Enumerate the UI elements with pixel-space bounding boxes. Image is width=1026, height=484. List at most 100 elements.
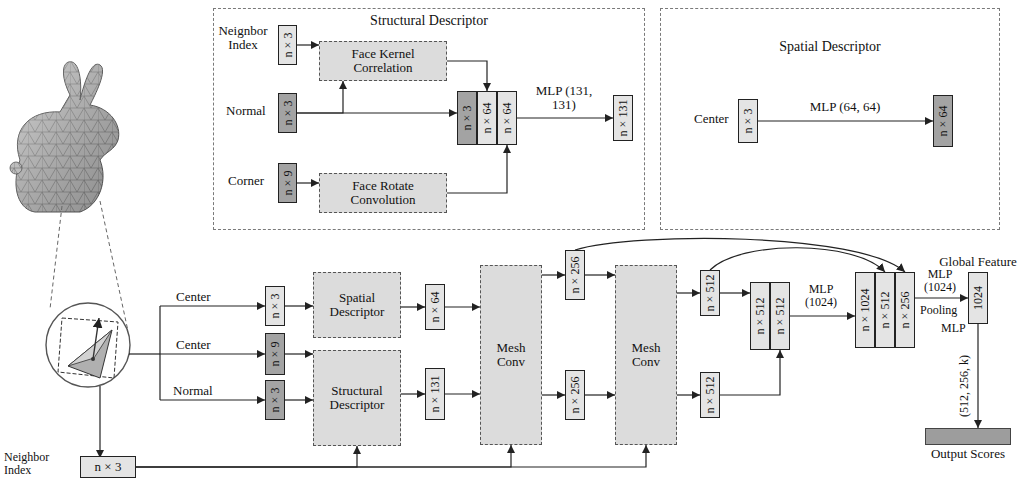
connector-arrow <box>915 297 968 298</box>
annotation-label: Center <box>176 338 211 352</box>
box-text: n × 64 <box>937 106 950 137</box>
box-text: n × 64 <box>501 103 514 134</box>
connector-arrow <box>297 112 457 113</box>
bunny-mesh <box>10 62 119 212</box>
connector-arrow <box>720 350 780 395</box>
annotation-label: Pooling <box>920 304 957 317</box>
output-label: Output Scores <box>931 447 1005 461</box>
connector-arrow <box>297 182 319 183</box>
box-text: Face Kernel Correlation <box>323 47 443 75</box>
connector-arrow <box>977 324 978 428</box>
annotation-label: MLP (1024) <box>796 283 846 309</box>
tensor-box: n × 512 <box>770 282 790 350</box>
box-text: n × 131 <box>617 100 630 137</box>
connector-arrow <box>136 445 646 467</box>
tensor-box: n × 3 <box>278 25 297 65</box>
tensor-box: n × 64 <box>425 284 445 330</box>
tensor-box: n × 3 <box>457 91 477 145</box>
box-text: n × 256 <box>899 292 912 329</box>
tensor-box: n × 9 <box>265 333 285 375</box>
connector-arrow <box>585 274 615 275</box>
module-box: Face Kernel Correlation <box>319 41 447 81</box>
box-text: n × 3 <box>281 101 294 126</box>
connector-arrow <box>136 446 357 467</box>
box-text: n × 1024 <box>859 289 872 332</box>
connector-arrow <box>447 145 507 193</box>
box-text: Spatial Descriptor <box>317 291 397 319</box>
module-box: Mesh Conv <box>615 265 677 445</box>
annotation-label: Neighbor Index <box>4 451 76 477</box>
tensor-box: n × 512 <box>700 270 720 316</box>
box-text: Face Rotate Convolution <box>323 179 443 207</box>
tensor-box: n × 131 <box>425 368 445 420</box>
connector-arrow <box>445 306 480 307</box>
tensor-box: n × 3 <box>265 286 285 326</box>
tensor-box: n × 1024 <box>855 272 875 348</box>
connector-arrow <box>285 305 313 306</box>
annotation-label: Neignbor Index <box>213 24 273 52</box>
box-text: n × 3 <box>269 388 282 413</box>
tensor-box: n × 3 <box>265 380 285 420</box>
connector-arrow <box>136 445 511 467</box>
connector-arrow <box>401 393 425 394</box>
box-text: n × 9 <box>269 342 282 367</box>
tensor-box: n × 9 <box>278 163 297 203</box>
annotation-label: (512, 256, k) <box>958 355 971 417</box>
tensor-box: n × 64 <box>933 95 953 147</box>
module-box: Mesh Conv <box>480 265 542 445</box>
box-text: n × 9 <box>281 171 294 196</box>
connector-arrow <box>297 44 319 45</box>
box-text: n × 512 <box>879 292 892 329</box>
annotation-label: Corner <box>228 174 264 188</box>
connector-arrow <box>720 292 750 293</box>
connector-arrow <box>790 315 855 316</box>
connector-arrow <box>297 81 343 113</box>
connector-arrow <box>285 399 313 400</box>
annotation-label: MLP (131, 131) <box>528 84 600 112</box>
box-text: n × 3 <box>742 109 755 134</box>
box-text: n × 64 <box>481 103 494 134</box>
tensor-box: n × 3 <box>80 456 136 478</box>
feature-heading: Global Feature <box>939 255 1017 269</box>
zoom-circle <box>46 303 130 387</box>
descriptor-panel: Structural Descriptorn × 3n × 3n × 9Face… <box>213 8 645 230</box>
box-text: n × 256 <box>569 377 582 414</box>
box-text: Mesh Conv <box>619 341 673 369</box>
annotation-label: MLP <box>941 322 966 335</box>
connector-arrow <box>677 394 700 395</box>
box-text: Structural Descriptor <box>317 384 397 412</box>
box-text: n × 512 <box>754 298 767 335</box>
tensor-box: n × 3 <box>738 99 758 143</box>
module-box: Spatial Descriptor <box>313 272 401 338</box>
box-text: n × 3 <box>281 33 294 58</box>
box-text: n × 3 <box>269 294 282 319</box>
tensor-box: n × 64 <box>497 91 517 145</box>
tensor-box: n × 256 <box>565 370 585 420</box>
module-box: Face Rotate Convolution <box>319 173 447 213</box>
tensor-box: n × 512 <box>875 272 895 348</box>
box-text: n × 131 <box>429 376 442 413</box>
connector-arrow <box>401 306 425 307</box>
tensor-box: n × 512 <box>700 372 720 418</box>
connector-arrow <box>445 393 480 394</box>
connector-arrow <box>542 394 565 395</box>
box-text: n × 512 <box>774 298 787 335</box>
tensor-box: n × 3 <box>278 93 297 133</box>
connector-arrow <box>517 117 613 118</box>
connector-arrow <box>758 120 933 121</box>
box-text: n × 512 <box>704 377 717 414</box>
tensor-box: n × 256 <box>895 272 915 348</box>
module-box: Structural Descriptor <box>313 350 401 446</box>
box-text: 1024 <box>972 286 985 310</box>
tensor-box: n × 64 <box>477 91 497 145</box>
box-text: n × 3 <box>461 106 474 131</box>
annotation-label: MLP (1024) <box>914 268 966 294</box>
box-text: Mesh Conv <box>484 341 538 369</box>
connector-arrow <box>542 274 565 275</box>
box-text: n × 3 <box>95 460 122 474</box>
box-text: n × 512 <box>704 275 717 312</box>
panel-title: Spatial Descriptor <box>661 39 999 55</box>
annotation-label: Normal <box>226 104 266 118</box>
connector-arrow <box>710 248 885 272</box>
